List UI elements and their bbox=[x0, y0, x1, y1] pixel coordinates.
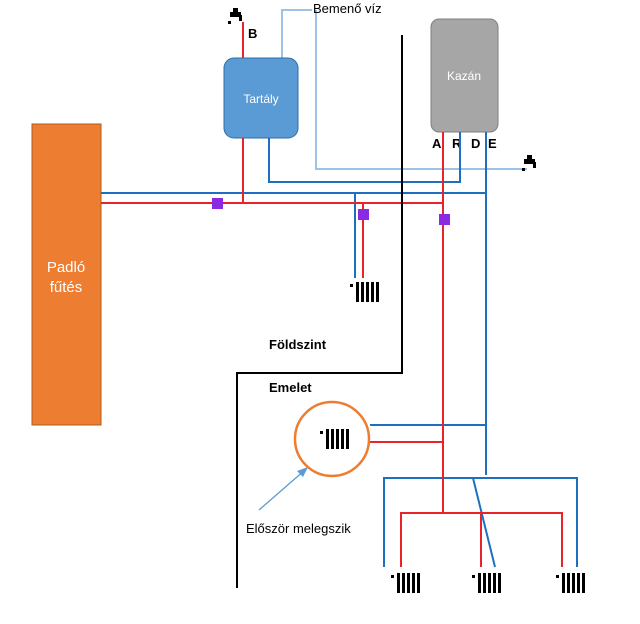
floor-divider-line bbox=[236, 35, 403, 588]
upper-floor-label: Emelet bbox=[269, 380, 312, 395]
radiator-icon bbox=[350, 282, 379, 302]
radiator-icon bbox=[472, 573, 501, 593]
floor-heating-block bbox=[31, 123, 102, 426]
radiator-icon bbox=[391, 573, 420, 593]
ground-floor-label: Földszint bbox=[269, 337, 327, 352]
flow-pipes bbox=[101, 132, 563, 567]
tank-port-b: B bbox=[248, 26, 257, 41]
callout-arrow bbox=[258, 469, 306, 511]
boiler-port-d: D bbox=[471, 136, 480, 151]
valve-icon bbox=[212, 198, 223, 209]
floor-heating-label-1: Padló bbox=[47, 259, 85, 276]
floor-heating-label-2: fűtés bbox=[50, 279, 83, 296]
return-pipes bbox=[101, 132, 578, 568]
valve-icon bbox=[439, 214, 450, 225]
heats-first-label: Először melegszik bbox=[246, 521, 351, 536]
inlet-label: Bemenő víz bbox=[313, 1, 382, 16]
highlight-circle bbox=[293, 400, 371, 478]
tank-box bbox=[223, 57, 299, 139]
tank-label: Tartály bbox=[243, 92, 278, 106]
icon-layer bbox=[228, 8, 585, 593]
radiator-icon bbox=[556, 573, 585, 593]
boiler-label: Kazán bbox=[447, 69, 481, 83]
cold-water-pipe bbox=[281, 9, 527, 170]
radiator-icon bbox=[320, 429, 349, 449]
boiler-port-r: R bbox=[452, 136, 462, 151]
valve-icon bbox=[358, 209, 369, 220]
callout-arrowhead bbox=[297, 467, 308, 477]
boiler-port-e: E bbox=[488, 136, 497, 151]
faucet-icon bbox=[522, 155, 536, 171]
boiler-box bbox=[430, 18, 499, 133]
boiler-port-a: A bbox=[432, 136, 442, 151]
faucet-icon bbox=[228, 8, 242, 24]
